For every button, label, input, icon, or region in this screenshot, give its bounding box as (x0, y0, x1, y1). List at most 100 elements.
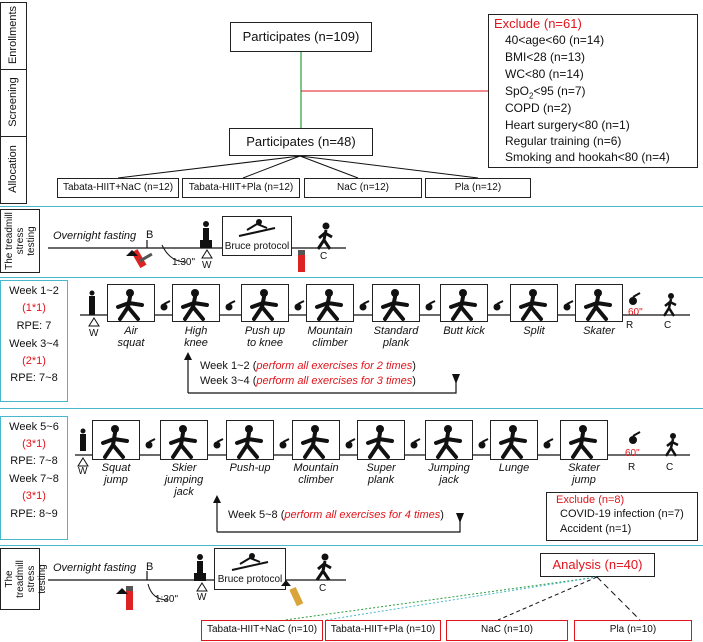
stopwatch-icon (629, 292, 641, 305)
section-divider (0, 408, 703, 409)
rest-sec: 60" (628, 307, 643, 318)
exercise-figure-icon (169, 425, 197, 459)
stopwatch-icon (629, 431, 641, 444)
group-label: Tabata-HIIT+NaC (n=12) (62, 182, 174, 193)
group-box-3 (304, 178, 422, 198)
participants-top: Participates (n=109) (242, 29, 360, 44)
exercise-label: Skater (583, 325, 615, 337)
exercise-image-b-5 (357, 420, 405, 460)
exercise-label: Push-up (229, 462, 271, 474)
exercise-label: plank (382, 337, 410, 349)
exercise-image-b-8 (560, 420, 608, 460)
exercise-image-a-4 (306, 284, 354, 322)
group-box-1 (57, 178, 179, 198)
loop-a-line1: Week 1~2 (perform all exercises for 2 ti… (200, 360, 416, 372)
exercise-image-b-6 (425, 420, 473, 460)
exercise-image-a-8 (575, 284, 623, 322)
exclude-item: COPD (n=2) (505, 101, 572, 115)
participants-mid: Participates (n=48) (246, 134, 356, 149)
blood-tube-icon (281, 580, 304, 607)
test1-protocol: Bruce protocol (224, 241, 290, 252)
loop-b-red: perform all exercises for 4 times (284, 509, 441, 521)
blood-tube-icon (298, 250, 305, 272)
exercise-label: climber (312, 337, 348, 349)
analysis-box (540, 553, 655, 577)
loop-a-text: Week 1~2 ( (200, 360, 257, 372)
exercise-label: Skater (568, 462, 600, 474)
exercise-figure-icon (116, 289, 144, 321)
exercise-image-a-7 (510, 284, 558, 322)
test2-time: 1:30" (155, 594, 179, 605)
test2-w: W (197, 592, 207, 603)
loop-b-text: Week 5~8 ( (228, 509, 285, 521)
loop-a-red: perform all exercises for 3 times (256, 375, 413, 387)
stopwatch-glyph-icon (345, 438, 356, 449)
exercise-image-b-7 (490, 420, 538, 460)
walking-person-icon (662, 293, 677, 317)
week-a-line: RPE: 7 (16, 320, 52, 332)
week-b-box (0, 416, 68, 540)
final-group-label: Pla (n=10) (609, 624, 657, 635)
stopwatch-glyph-icon (425, 300, 436, 311)
exercise-figure-icon (366, 425, 394, 459)
standing-person-icon (194, 554, 206, 581)
exercise-figure-icon (569, 425, 597, 459)
rest-r: R (628, 462, 636, 473)
phase-enrollment-box (0, 2, 27, 70)
exercise-label: Push up (244, 325, 286, 337)
analysis-label: Analysis (n=40) (552, 557, 643, 572)
final-group-box-2 (325, 620, 441, 641)
spo2-label: SpO (505, 84, 530, 98)
exclude-item-spo2: SpO2<95 (n=7) (505, 84, 586, 100)
group-box-4 (425, 178, 531, 198)
exercise-figure-icon (381, 289, 409, 321)
final-group-label: NaC (n=10) (481, 624, 533, 635)
phase-test-top-box (0, 209, 40, 273)
stopwatch-glyph-icon (493, 300, 504, 311)
exercise-label: Air (124, 325, 138, 337)
blood-tube-icon (116, 586, 133, 610)
exercise-figure-icon (499, 425, 527, 459)
walking-person-icon (316, 222, 333, 250)
exercise-image-a-5 (372, 284, 420, 322)
test1-w: W (202, 260, 212, 271)
stopwatch-glyph-icon (478, 438, 489, 449)
loop-a-close: ) (412, 375, 416, 387)
test1-fasting: Overnight fasting (53, 230, 137, 242)
exercise-figure-icon (449, 289, 477, 321)
exercise-figure-icon (434, 425, 462, 459)
treadmill-runner-icon (238, 219, 276, 237)
section-divider (0, 545, 703, 546)
loop-a-text: Week 3~4 ( (200, 375, 257, 387)
triangle-marker-icon (77, 457, 89, 467)
participants-top-box (230, 22, 372, 52)
loop-b-close: ) (440, 509, 444, 521)
exclude2-title: Exclude (n=8) (556, 494, 625, 506)
exercise-label: Mountain (307, 325, 353, 337)
test1-time: 1:30" (172, 257, 196, 268)
stopwatch-glyph-icon (213, 438, 224, 449)
exclude-item: WC<80 (n=14) (505, 67, 584, 81)
exclude-item: Heart surgery<80 (n=1) (505, 118, 630, 132)
exclude2-box (546, 492, 698, 541)
week-a-box (0, 280, 68, 402)
week-b-w: W (78, 466, 88, 477)
blood-tube-icon (126, 249, 153, 269)
week-b-line: Week 5~6 (9, 421, 59, 433)
exclude-item: 40<age<60 (n=14) (505, 33, 605, 47)
walking-person-icon (315, 553, 332, 581)
exercise-image-b-1 (92, 420, 140, 460)
exercise-label: jump (104, 474, 128, 486)
exclude-item: BMI<28 (n=13) (505, 50, 586, 64)
exercise-label: Mountain (293, 462, 339, 474)
phase-test-bottom-box (0, 548, 40, 610)
exercise-image-b-4 (292, 420, 340, 460)
exercise-label: Squat (101, 462, 131, 474)
spo2-value: <95 (n=7) (533, 84, 586, 98)
test1-c: C (320, 251, 328, 262)
exclude2-item: Accident (n=1) (560, 523, 632, 535)
test2-fasting: Overnight fasting (53, 562, 137, 574)
week-b-line: (3*1) (22, 490, 46, 502)
